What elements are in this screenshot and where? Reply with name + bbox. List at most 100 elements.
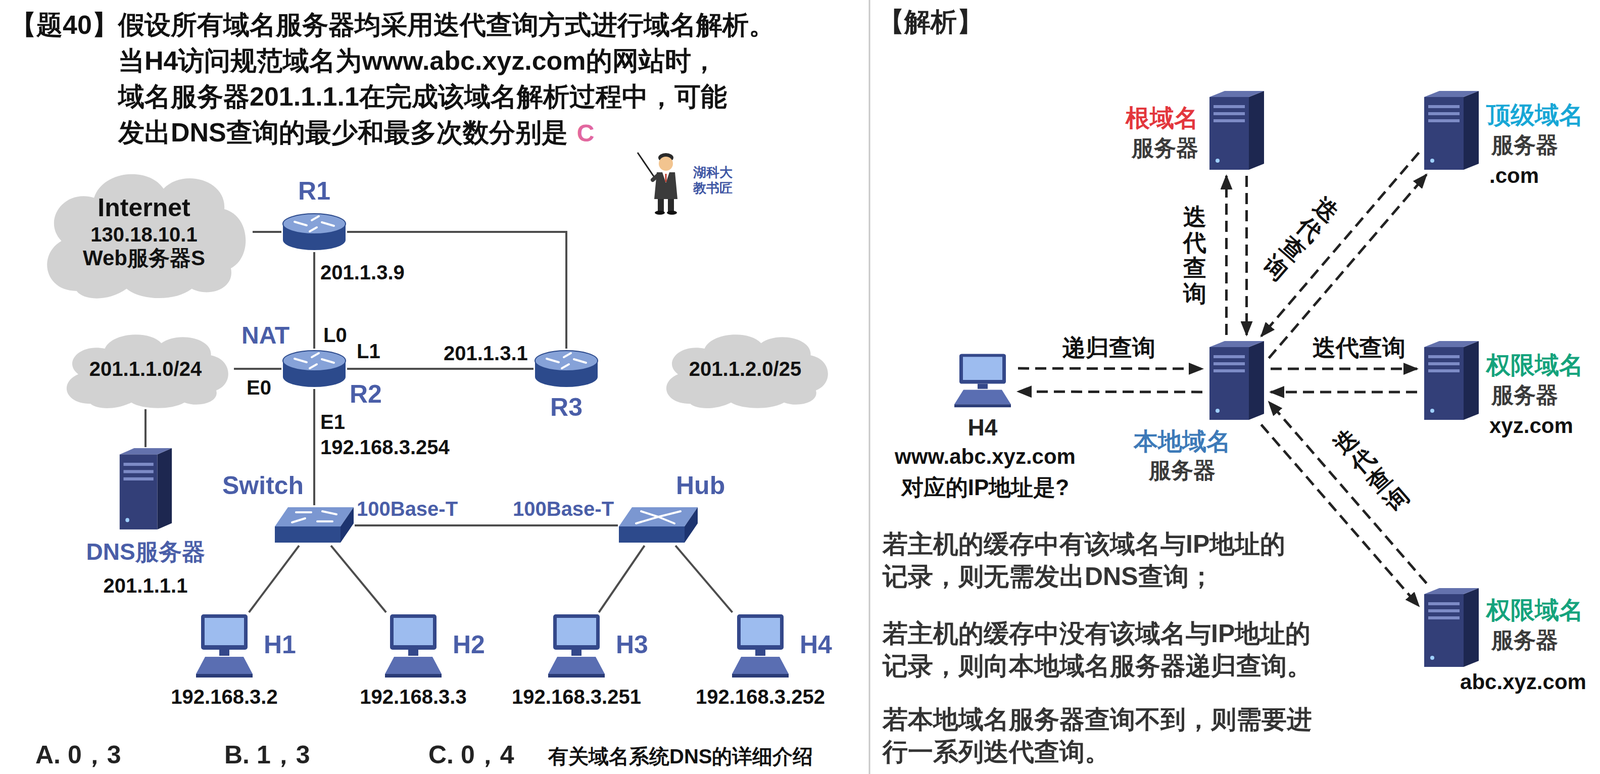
internet-cloud: Internet130.18.10.1Web服务器S (35, 163, 253, 301)
network-link (354, 524, 618, 527)
node-label: R3 (550, 393, 583, 423)
node-label: 对应的IP地址是? (901, 474, 1070, 501)
text-label: C. 0，4 (428, 740, 515, 770)
text-label: L1 (356, 339, 381, 363)
host: H2192.168.3.3 (382, 612, 444, 678)
edge-label: 递归查询 (1060, 333, 1158, 362)
router: R2 (281, 348, 348, 390)
node-label: 192.168.3.3 (359, 685, 467, 709)
cloud-text-area: 201.1.1.0/24 (57, 328, 234, 410)
node-label: H3 (615, 630, 649, 660)
text-label: 100Base-T (512, 497, 614, 521)
network-cloud: 201.1.2.0/25 (656, 328, 834, 410)
hub: Hub (617, 505, 699, 546)
node-label: Internet (97, 193, 190, 223)
network-link (144, 409, 147, 448)
node-label: 201.1.1.0/24 (89, 357, 202, 381)
node-label: 服务器 (1131, 135, 1199, 162)
node-label: 192.168.3.252 (695, 685, 826, 709)
text-label: 201.1.3.9 (320, 260, 405, 284)
node-label: 192.168.3.2 (170, 685, 278, 709)
node-label: www.abc.xyz.com (894, 444, 1076, 469)
network-cloud: 201.1.1.0/24 (57, 328, 234, 410)
network-link (598, 545, 645, 613)
node-label: xyz.com (1489, 413, 1574, 439)
question-box: 【题40】假设所有域名服务器均采用迭代查询方式进行域名解析。 当H4访问规范域名… (10, 7, 806, 152)
text-label: 有关域名系统DNS的详细介绍 (548, 744, 813, 768)
authoritative-dns-server: 权限域名服务器xyz.com (1422, 340, 1481, 421)
router-symbol (281, 211, 348, 253)
query-arrow (1270, 367, 1418, 371)
text-label: L0 (323, 323, 348, 347)
server-symbol (117, 447, 174, 531)
node-label: Web服务器S (82, 246, 206, 271)
client-host: H4www.abc.xyz.com对应的IP地址是? (952, 352, 1013, 408)
dns-server: DNS服务器201.1.1.1 (117, 447, 174, 531)
tld-dns-server: 顶级域名服务器.com (1422, 89, 1481, 171)
text-label: 【解析】 (878, 7, 984, 38)
computer-symbol (382, 612, 444, 678)
node-label: 服务器 (1491, 382, 1559, 409)
question-text: 【题40】假设所有域名服务器均采用迭代查询方式进行域名解析。 当H4访问规范域名… (10, 10, 775, 148)
query-arrow (1269, 401, 1427, 584)
text-label: 201.1.3.1 (443, 341, 528, 365)
router-symbol (281, 348, 348, 390)
text-label: 若主机的缓存中有该域名与IP地址的 记录，则无需发出DNS查询； (882, 527, 1328, 593)
text-label: E1 (320, 410, 346, 434)
query-arrow (1270, 391, 1418, 394)
edge-label: 迭代查询 (1256, 190, 1346, 288)
node-label: 服务器 (1148, 457, 1216, 484)
node-label: Switch (222, 471, 304, 501)
cloud-text-stack: 201.1.2.0/25 (689, 357, 802, 381)
teacher-mascot (637, 152, 678, 215)
query-arrow (1017, 367, 1203, 371)
router: R3 (533, 348, 600, 390)
switch: Switch (273, 505, 355, 546)
node-label: .com (1489, 163, 1539, 188)
node-label: R1 (298, 176, 331, 207)
divider-line (868, 0, 871, 774)
text-label: A. 0，3 (35, 740, 122, 770)
server-symbol (1422, 587, 1481, 668)
answer-mark: C (576, 119, 595, 147)
text-label: 湖科大 教书匠 (693, 164, 738, 197)
node-label: H2 (452, 630, 486, 660)
server-symbol (1207, 89, 1266, 171)
node-label: abc.xyz.com (1460, 669, 1587, 695)
text-label: 192.168.3.254 (320, 435, 450, 459)
network-link (347, 231, 567, 349)
edge-label: 迭代查询 (1182, 202, 1208, 309)
cloud-text-stack: Internet130.18.10.1Web服务器S (82, 193, 206, 271)
host: H4192.168.3.252 (730, 612, 791, 678)
node-label: H4 (967, 414, 998, 442)
host: H1192.168.3.2 (194, 612, 255, 678)
node-label: H4 (799, 630, 833, 660)
server-symbol (1207, 340, 1266, 421)
node-label: 根域名 (1125, 104, 1199, 132)
computer-symbol (546, 612, 607, 678)
network-link (313, 252, 316, 349)
node-label: 201.1.2.0/25 (689, 357, 802, 381)
server-symbol (1422, 89, 1481, 171)
root-dns-server: 根域名服务器 (1207, 89, 1266, 171)
local-dns-server: 本地域名服务器 (1207, 340, 1266, 421)
node-label: 192.168.3.251 (511, 685, 642, 709)
query-arrow (1017, 390, 1203, 394)
query-arrow (1245, 175, 1248, 335)
hub-symbol (617, 505, 699, 546)
network-link (330, 545, 386, 613)
node-label: 服务器 (1491, 132, 1559, 159)
node-label: DNS服务器 (85, 538, 205, 566)
network-link (313, 389, 316, 506)
text-label: 若主机的缓存中没有该域名与IP地址的 记录，则向本地域名服务器递归查询。 (882, 617, 1328, 683)
text-label: 100Base-T (356, 497, 458, 521)
server-symbol (1422, 340, 1481, 421)
node-label: 权限域名 (1486, 351, 1584, 379)
authoritative-dns-server: 权限域名服务器abc.xyz.com (1422, 587, 1481, 668)
cloud-text-area: Internet130.18.10.1Web服务器S (35, 163, 253, 301)
network-link (347, 367, 534, 370)
text-label: E0 (246, 375, 272, 400)
edge-label: 迭代查询 (1326, 421, 1416, 519)
computer-symbol (730, 612, 791, 678)
router-symbol (533, 348, 600, 390)
